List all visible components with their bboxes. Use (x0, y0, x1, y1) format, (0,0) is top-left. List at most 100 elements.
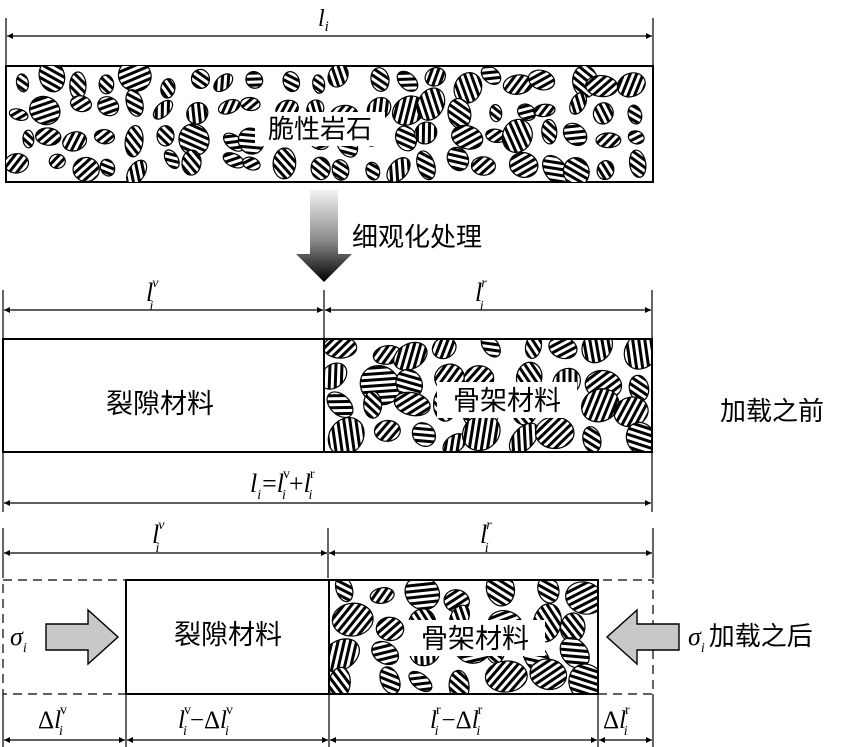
before-void-material (2, 338, 325, 453)
left-load-arrow-icon (45, 608, 120, 666)
grain (126, 159, 148, 182)
grain (448, 669, 470, 694)
grain (156, 125, 175, 147)
grain (625, 421, 652, 452)
grain (186, 102, 209, 125)
grain (480, 66, 502, 85)
grain (568, 663, 598, 694)
grain (542, 154, 569, 182)
grain (446, 146, 470, 172)
grain (501, 118, 533, 154)
grain (8, 108, 29, 121)
grain (548, 339, 578, 360)
process-arrow: 细观化处理 (296, 190, 482, 282)
grain (408, 670, 433, 693)
grain (331, 602, 374, 637)
after-skeleton-label-backdrop (405, 620, 545, 656)
grain (393, 341, 428, 371)
grain (282, 71, 301, 93)
grain (416, 150, 436, 181)
grain (529, 658, 568, 691)
grain (596, 160, 615, 181)
left-stress-label: σi (10, 622, 27, 656)
grain (480, 339, 501, 358)
grain (327, 416, 365, 452)
before-stage-label: 加载之前 (720, 397, 824, 427)
grain (628, 149, 647, 178)
grain (363, 390, 383, 419)
grain (537, 580, 560, 604)
grain (565, 581, 598, 615)
grain (541, 118, 558, 145)
right-load-arrow-icon (605, 608, 680, 666)
grain (324, 339, 358, 359)
grain (562, 156, 590, 182)
grain (93, 128, 116, 145)
grain (70, 95, 92, 113)
after-void-material (125, 579, 330, 695)
grain (15, 73, 30, 93)
grain (582, 426, 602, 452)
grain (38, 66, 66, 93)
rock-label-backdrop (255, 112, 385, 146)
grain (386, 157, 411, 182)
grain (373, 419, 401, 442)
grain (365, 161, 381, 181)
grain (97, 96, 120, 117)
grain (569, 92, 588, 115)
grain (370, 67, 390, 92)
brittle-rock-label: 脆性岩石 (268, 115, 372, 145)
grain (152, 99, 174, 120)
after-void-label: 裂隙材料 (174, 620, 282, 651)
grain (623, 339, 652, 370)
grain (240, 96, 261, 112)
grain (470, 156, 496, 176)
top-length-dimension: li (5, 6, 654, 66)
grain (48, 153, 66, 170)
grain (312, 74, 326, 94)
before-skeleton-label: 骨架材料 (453, 386, 561, 417)
grain (393, 391, 431, 417)
process-label: 细观化处理 (352, 223, 482, 253)
grain (562, 122, 588, 147)
grain (72, 156, 100, 182)
grain (369, 587, 395, 604)
grain (424, 67, 447, 87)
grain (334, 580, 354, 603)
grain (489, 104, 503, 123)
grain (534, 416, 575, 450)
grain (431, 339, 457, 360)
grain (310, 156, 331, 181)
grain (35, 127, 62, 146)
grain (217, 98, 241, 115)
grain (375, 616, 405, 642)
grain (327, 66, 349, 88)
grain (524, 339, 543, 359)
grain (99, 158, 116, 177)
grain (213, 73, 234, 93)
grain (396, 70, 419, 92)
grain (580, 388, 620, 423)
grain (516, 103, 537, 121)
grain (616, 72, 646, 98)
grain (461, 413, 501, 452)
grain (592, 102, 614, 125)
down-arrow-icon (296, 190, 352, 282)
grain (595, 132, 622, 149)
grain (627, 130, 645, 145)
before-void-label: 裂隙材料 (106, 389, 214, 420)
grain (581, 339, 614, 364)
